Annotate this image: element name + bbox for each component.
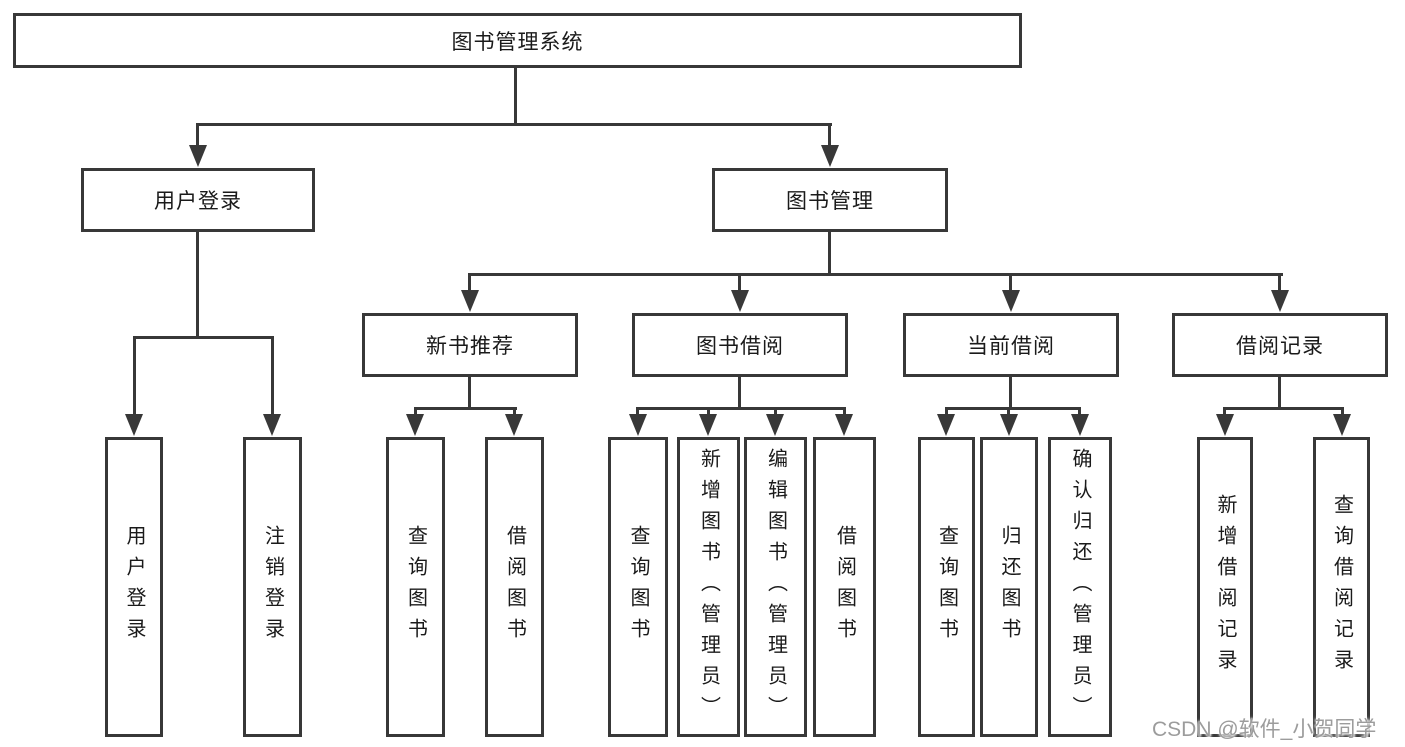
- connector-line: [133, 336, 273, 339]
- connector-line: [636, 407, 639, 416]
- leaf-user-login: 用户登录: [105, 437, 163, 737]
- connector-line: [468, 273, 1283, 276]
- connector-line: [1223, 407, 1344, 410]
- connector-line: [468, 377, 471, 408]
- leaf-edit-book-admin: 编辑图书（管理员）: [744, 437, 807, 737]
- leaf-query-books-current: 查询图书: [918, 437, 975, 737]
- connector-line: [637, 407, 846, 410]
- node-root: 图书管理系统: [13, 13, 1022, 68]
- leaf-add-borrow-record: 新增借阅记录: [1197, 437, 1253, 737]
- arrow-down-icon: [1002, 290, 1020, 312]
- leaf-query-books-recommend: 查询图书: [386, 437, 445, 737]
- node-current-borrow-label: 当前借阅: [967, 335, 1055, 358]
- leaf-add-book-admin: 新增图书（管理员）: [677, 437, 740, 737]
- node-root-label: 图书管理系统: [451, 30, 584, 54]
- arrow-down-icon: [937, 414, 955, 436]
- connector-line: [774, 407, 777, 416]
- connector-line: [196, 123, 199, 147]
- node-borrow-records-label: 借阅记录: [1236, 335, 1324, 358]
- connector-line: [828, 232, 831, 276]
- leaf-add-borrow-record-label: 新增借阅记录: [1214, 494, 1236, 680]
- connector-line: [414, 407, 417, 416]
- node-current-borrow: 当前借阅: [903, 313, 1119, 377]
- leaf-borrow-books-recommend: 借阅图书: [485, 437, 544, 737]
- connector-line: [196, 232, 199, 336]
- arrow-down-icon: [1071, 414, 1089, 436]
- arrow-down-icon: [835, 414, 853, 436]
- connector-line: [513, 407, 516, 416]
- connector-line: [828, 123, 831, 147]
- connector-line: [1009, 273, 1012, 292]
- leaf-add-book-admin-label: 新增图书（管理员）: [697, 447, 720, 727]
- arrow-down-icon: [1271, 290, 1289, 312]
- arrow-down-icon: [766, 414, 784, 436]
- arrow-down-icon: [1000, 414, 1018, 436]
- node-book-borrow: 图书借阅: [632, 313, 848, 377]
- connector-line: [468, 273, 471, 292]
- arrow-down-icon: [629, 414, 647, 436]
- leaf-confirm-return-admin-label: 确认归还（管理员）: [1069, 447, 1091, 727]
- node-new-book-recommend: 新书推荐: [362, 313, 578, 377]
- connector-line: [1009, 377, 1012, 408]
- arrow-down-icon: [821, 145, 839, 167]
- arrow-down-icon: [189, 145, 207, 167]
- connector-line: [1278, 377, 1281, 408]
- arrow-down-icon: [505, 414, 523, 436]
- leaf-borrow-books-recommend-label: 借阅图书: [503, 525, 526, 649]
- connector-line: [843, 407, 846, 416]
- leaf-query-borrow-record: 查询借阅记录: [1313, 437, 1370, 737]
- connector-line: [197, 123, 832, 126]
- arrow-down-icon: [699, 414, 717, 436]
- leaf-edit-book-admin-label: 编辑图书（管理员）: [764, 447, 787, 727]
- connector-line: [133, 336, 136, 416]
- arrow-down-icon: [263, 414, 281, 436]
- connector-line: [1223, 407, 1226, 416]
- watermark: CSDN @软件_小贺同学: [1152, 718, 1377, 741]
- node-user-login-label: 用户登录: [154, 190, 242, 213]
- connector-line: [271, 336, 274, 416]
- connector-line: [514, 68, 517, 123]
- leaf-logout: 注销登录: [243, 437, 302, 737]
- connector-line: [707, 407, 710, 416]
- leaf-return-books-label: 归还图书: [998, 525, 1020, 649]
- leaf-logout-label: 注销登录: [261, 525, 284, 649]
- node-book-management-label: 图书管理: [786, 190, 874, 213]
- connector-line: [945, 407, 948, 416]
- arrow-down-icon: [461, 290, 479, 312]
- connector-line: [738, 377, 741, 408]
- leaf-return-books: 归还图书: [980, 437, 1038, 737]
- leaf-query-books-current-label: 查询图书: [935, 525, 958, 649]
- connector-line: [1278, 273, 1281, 292]
- leaf-borrow-books-label: 借阅图书: [833, 525, 856, 649]
- leaf-confirm-return-admin: 确认归还（管理员）: [1048, 437, 1112, 737]
- arrow-down-icon: [731, 290, 749, 312]
- leaf-query-books-borrow: 查询图书: [608, 437, 668, 737]
- node-book-borrow-label: 图书借阅: [696, 335, 784, 358]
- arrow-down-icon: [406, 414, 424, 436]
- arrow-down-icon: [1333, 414, 1351, 436]
- connector-line: [1341, 407, 1344, 416]
- connector-line: [414, 407, 517, 410]
- leaf-query-borrow-record-label: 查询借阅记录: [1330, 494, 1353, 680]
- connector-line: [945, 407, 1081, 410]
- leaf-query-books-recommend-label: 查询图书: [404, 525, 427, 649]
- arrow-down-icon: [125, 414, 143, 436]
- connector-line: [1078, 407, 1081, 416]
- leaf-query-books-borrow-label: 查询图书: [627, 525, 649, 649]
- node-user-login: 用户登录: [81, 168, 315, 232]
- arrow-down-icon: [1216, 414, 1234, 436]
- leaf-borrow-books: 借阅图书: [813, 437, 876, 737]
- node-borrow-records: 借阅记录: [1172, 313, 1388, 377]
- connector-line: [738, 273, 741, 292]
- node-book-management: 图书管理: [712, 168, 948, 232]
- leaf-user-login-label: 用户登录: [123, 525, 145, 649]
- connector-line: [1007, 407, 1010, 416]
- node-new-book-recommend-label: 新书推荐: [426, 335, 514, 358]
